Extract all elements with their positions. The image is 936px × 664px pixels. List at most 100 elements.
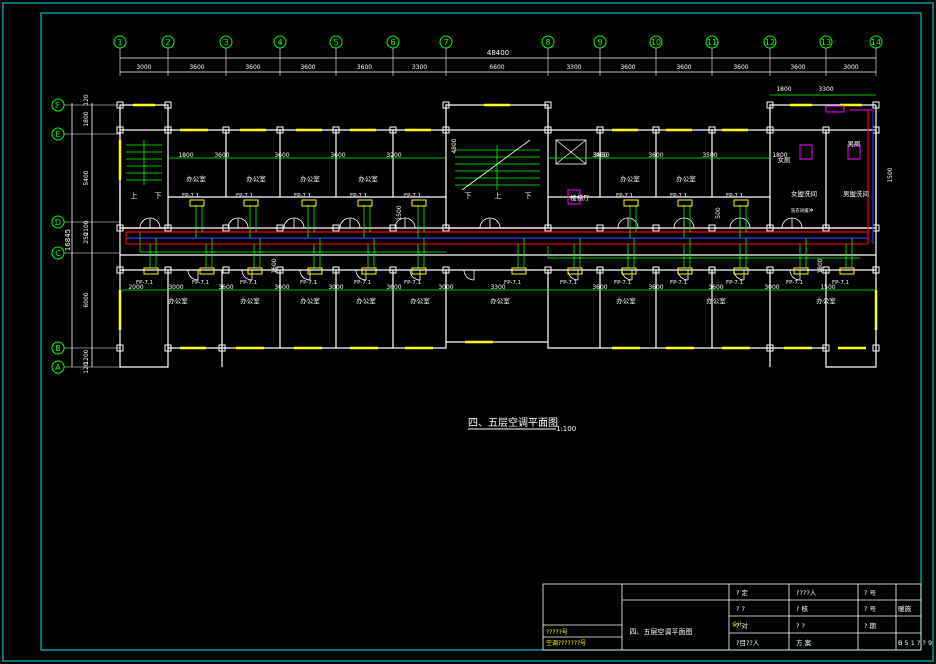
tb-cell: ? 号 bbox=[864, 589, 877, 597]
fan-coil-unit bbox=[839, 267, 855, 275]
column bbox=[822, 224, 830, 232]
column bbox=[332, 126, 340, 134]
door bbox=[791, 217, 803, 229]
room-dimension: 2000 bbox=[128, 284, 143, 291]
column bbox=[822, 344, 830, 352]
tb-cell: ????人 bbox=[796, 589, 817, 597]
column bbox=[766, 101, 774, 109]
stair-down-label: 下 bbox=[465, 192, 472, 200]
fan-coil-unit bbox=[199, 267, 215, 275]
column bbox=[544, 224, 552, 232]
span-dimension: 6600 bbox=[489, 64, 504, 71]
fan-coil-unit bbox=[361, 267, 377, 275]
room-dimension: 3200 bbox=[386, 152, 401, 159]
drawing-title: 四、五层空调平面图 bbox=[468, 416, 558, 429]
door bbox=[489, 217, 501, 229]
room-label-office: 办公室 bbox=[620, 174, 640, 183]
stair-up-label: 上 bbox=[131, 191, 138, 200]
doors bbox=[139, 217, 803, 281]
room-dimension: 3600 bbox=[274, 284, 289, 291]
door bbox=[409, 269, 421, 281]
door bbox=[241, 269, 253, 281]
column bbox=[872, 101, 880, 109]
column bbox=[222, 266, 230, 274]
door bbox=[283, 217, 295, 229]
corridor-dimension: 1500 bbox=[396, 205, 403, 220]
room-label-office: 办公室 bbox=[240, 296, 260, 305]
room-dimension: 3600 bbox=[592, 284, 607, 291]
branch-pipe bbox=[683, 205, 691, 238]
left-dimension: 120 bbox=[83, 362, 90, 374]
column bbox=[164, 126, 172, 134]
column bbox=[544, 101, 552, 109]
room-labels: 办公室办公室办公室办公室办公室办公室办公室办公室办公室办公室办公室办公室办公室办… bbox=[131, 140, 870, 305]
column bbox=[544, 126, 552, 134]
room-label-office: 办公室 bbox=[490, 296, 510, 305]
room-dimension: 3600 bbox=[708, 284, 723, 291]
left-total-dimension: 16845 bbox=[64, 229, 72, 251]
unit-label: FP-7.1 bbox=[350, 193, 367, 199]
room-dimension: 3600 bbox=[386, 284, 401, 291]
fan-coil-unit bbox=[793, 267, 809, 275]
fan-coil-unit bbox=[243, 199, 259, 207]
tb-cells: ? 定? ?? 对?目??人????人? 核? ?方 案? 号? 号? 期暖施B… bbox=[732, 588, 932, 647]
door bbox=[227, 217, 239, 229]
room-dimension: 3600 bbox=[274, 152, 289, 159]
door bbox=[237, 217, 249, 229]
column bbox=[766, 126, 774, 134]
column bbox=[222, 224, 230, 232]
column bbox=[389, 126, 397, 134]
unit-label: FP-7.1 bbox=[726, 280, 743, 286]
fan-coil-unit bbox=[677, 267, 693, 275]
tb-cell: 暖施 bbox=[898, 604, 912, 613]
column bbox=[596, 266, 604, 274]
branch-pipe bbox=[363, 205, 371, 238]
room-dimension: 3450 bbox=[594, 152, 609, 159]
column bbox=[442, 126, 450, 134]
branch-pipe bbox=[417, 238, 425, 268]
room-dimension: 3000 bbox=[168, 284, 183, 291]
label-male-wash: 男盥洗间 bbox=[843, 189, 869, 198]
left-dimension: 120 bbox=[83, 94, 90, 106]
stair-left bbox=[126, 140, 162, 185]
left-dimension: 250 bbox=[83, 232, 90, 244]
column bbox=[116, 126, 124, 134]
right-top-dimension: 3300 bbox=[818, 86, 833, 93]
column bbox=[544, 266, 552, 274]
corridor-dimension: 1600 bbox=[271, 258, 278, 273]
column bbox=[596, 224, 604, 232]
span-dimension: 3600 bbox=[189, 64, 204, 71]
column bbox=[164, 224, 172, 232]
span-dimension: 3000 bbox=[136, 64, 151, 71]
room-dimension: 1800 bbox=[178, 152, 193, 159]
fan-coil-unit bbox=[307, 267, 323, 275]
door bbox=[394, 217, 406, 229]
column bbox=[116, 266, 124, 274]
room-dimension: 1800 bbox=[772, 152, 787, 159]
room-label-office: 办公室 bbox=[358, 174, 378, 183]
green-dim-line bbox=[120, 157, 876, 291]
corridor-dimension: 500 bbox=[715, 207, 722, 219]
unit-label: FP-7.1 bbox=[192, 280, 209, 286]
column bbox=[442, 101, 450, 109]
column bbox=[708, 224, 716, 232]
grid-label-8: 8 bbox=[545, 38, 550, 47]
room-dimension: 3600 bbox=[648, 152, 663, 159]
column bbox=[116, 344, 124, 352]
room-dimension: 3300 bbox=[490, 284, 505, 291]
grid-label-11: 11 bbox=[707, 38, 717, 47]
left-dimension: 2100 bbox=[83, 220, 90, 235]
room-label-office: 办公室 bbox=[816, 296, 836, 305]
unit-label: FP-7.1 bbox=[670, 280, 687, 286]
room-label-office: 办公室 bbox=[356, 296, 376, 305]
unit-label: FP-7.1 bbox=[560, 280, 577, 286]
column bbox=[766, 224, 774, 232]
column bbox=[652, 126, 660, 134]
